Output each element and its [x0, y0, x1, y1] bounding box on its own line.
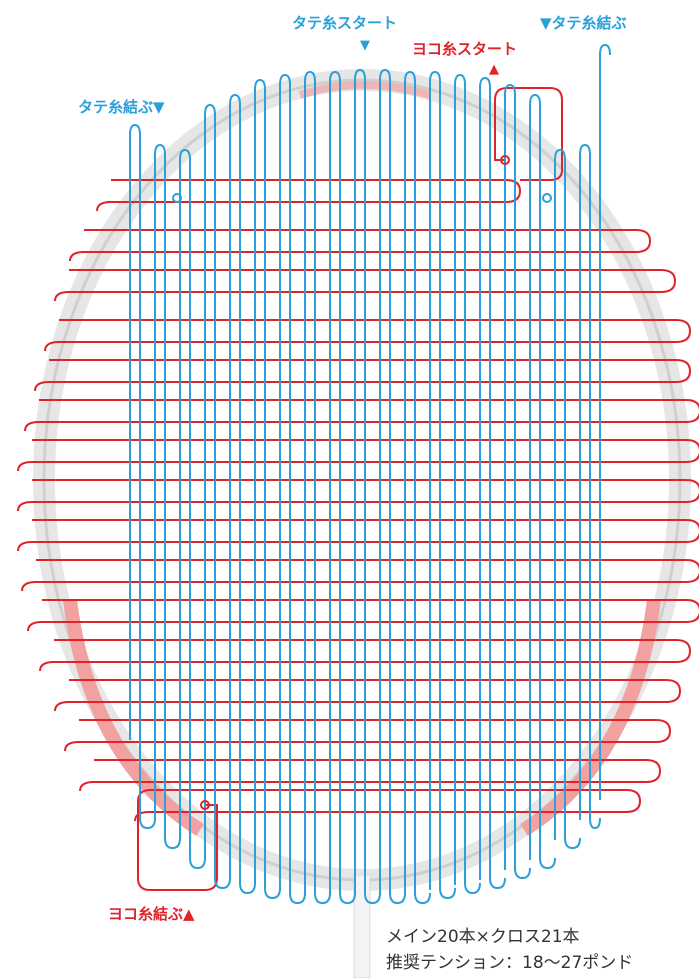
- main-string-turn: [565, 160, 580, 848]
- main-string-turn: [540, 105, 555, 868]
- main-string-turn: [315, 82, 330, 903]
- main-string-turn: [390, 80, 405, 903]
- cross-start-marker: ▲: [489, 62, 499, 77]
- cross-string: [55, 680, 680, 711]
- racket-shaft: [354, 875, 370, 978]
- main-start-marker: ▼: [360, 38, 370, 53]
- main-string: [555, 150, 565, 840]
- cross-string: [45, 320, 690, 351]
- main-string-turn: [290, 85, 305, 903]
- cross-string: [18, 520, 699, 551]
- tension-text: 推奨テンション：18〜27ポンド: [386, 950, 633, 976]
- main-string: [180, 150, 190, 840]
- cross-string: [22, 560, 699, 591]
- main-tie-right-label: ▼タテ糸結ぶ: [540, 12, 627, 33]
- cross-string: [70, 230, 650, 261]
- main-string: [280, 75, 290, 890]
- main-start-label: タテ糸スタート: [292, 12, 397, 33]
- main-string: [355, 70, 365, 895]
- main-string: [230, 95, 240, 880]
- cross-tie-label: ヨコ糸結ぶ▲: [108, 903, 195, 924]
- main-string-turn: [365, 80, 380, 903]
- main-string: [380, 70, 390, 895]
- cross-string: [25, 400, 699, 431]
- cross-string: [18, 480, 699, 511]
- cross-string: [18, 440, 699, 471]
- main-string: [330, 72, 340, 895]
- main-string-turn: [340, 82, 355, 903]
- main-string-turn: [415, 82, 430, 903]
- spec-info: メイン20本×クロス21本 推奨テンション：18〜27ポンド: [386, 924, 633, 976]
- main-strings: [130, 45, 610, 903]
- main-string-turn: [590, 155, 600, 828]
- main-string: [405, 72, 415, 895]
- main-string-turn: [190, 160, 205, 868]
- string-count-text: メイン20本×クロス21本: [386, 924, 633, 950]
- main-string-turn: [490, 88, 505, 888]
- main-tie-knot-right: [543, 194, 551, 202]
- main-string: [530, 95, 540, 860]
- main-string-turn: [240, 105, 255, 893]
- main-string: [205, 105, 215, 860]
- cross-string: [35, 360, 690, 391]
- main-tie-left-label: タテ糸結ぶ▼: [78, 96, 165, 117]
- main-string: [580, 145, 590, 820]
- main-string: [255, 80, 265, 885]
- cross-string: [28, 600, 699, 631]
- main-string-turn: [465, 85, 480, 893]
- main-string: [305, 72, 315, 895]
- main-string-turn: [440, 82, 455, 898]
- main-string-turn: [265, 90, 280, 898]
- main-string-turn: [140, 135, 155, 828]
- cross-start-label: ヨコ糸スタート: [412, 38, 517, 59]
- main-string: [155, 145, 165, 820]
